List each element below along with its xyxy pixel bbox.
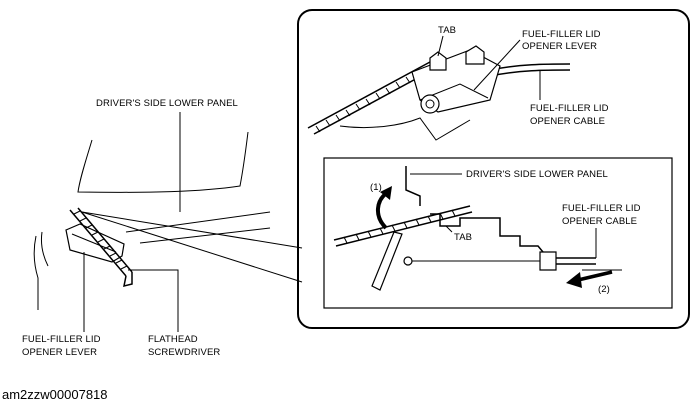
- panel-inset-shape: [405, 166, 421, 206]
- label-opener-lever-top-1: FUEL-FILLER LID: [522, 29, 601, 40]
- body-outline-2: [41, 231, 49, 267]
- bracket-top: [339, 117, 471, 141]
- leader-tab-top: [437, 35, 444, 57]
- leader-tab-inset: [445, 225, 453, 233]
- inset-frame: [297, 9, 690, 329]
- leader-lever-top: [473, 39, 521, 91]
- main-view: [33, 112, 303, 332]
- label-step-1: (1): [370, 182, 382, 193]
- label-drivers-side-lower-panel-inset: DRIVER'S SIDE LOWER PANEL: [466, 169, 608, 180]
- label-opener-cable-top-1: FUEL-FILLER LID: [530, 103, 609, 114]
- leader-screwdriver: [128, 269, 179, 332]
- lever-pivot: [420, 94, 440, 114]
- lever-handle-inset: [371, 231, 403, 291]
- cable-connector: [539, 251, 557, 271]
- zoom-line-1: [81, 211, 303, 249]
- panel-edge: [125, 211, 271, 233]
- label-tab-top: TAB: [438, 25, 456, 36]
- panel-strip-top: [307, 61, 431, 129]
- inset-detail-frame: [323, 157, 673, 309]
- tab-top-shape: [429, 51, 447, 71]
- top-inset-view: [307, 35, 571, 141]
- lower-panel-outline: [77, 131, 249, 193]
- flathead-screwdriver-shape: [69, 207, 133, 288]
- label-opener-lever-bottom-1: FUEL-FILLER LID: [22, 334, 101, 345]
- label-flathead-screwdriver-1: FLATHEAD: [148, 334, 198, 345]
- panel-edge-2: [139, 227, 271, 244]
- arrow-step-1: [376, 190, 390, 230]
- body-outline: [33, 235, 39, 310]
- label-opener-lever-bottom-2: OPENER LEVER: [22, 347, 97, 358]
- label-flathead-screwdriver-2: SCREWDRIVER: [148, 347, 220, 358]
- opener-cable-top: [489, 63, 571, 71]
- lever-detail: [71, 233, 117, 253]
- arrow-step-2: [577, 270, 613, 282]
- label-drivers-side-lower-panel: DRIVER'S SIDE LOWER PANEL: [96, 98, 238, 109]
- label-opener-cable-inset-2: OPENER CABLE: [562, 216, 637, 227]
- label-opener-lever-top-2: OPENER LEVER: [522, 41, 597, 52]
- figure-caption: am2zzw00007818: [2, 387, 108, 402]
- zoom-line-2: [81, 211, 303, 283]
- cable-end-ball: [403, 256, 413, 266]
- label-tab-inset: TAB: [454, 232, 472, 243]
- tab-inset-shape: [430, 213, 549, 259]
- label-step-2: (2): [598, 284, 610, 295]
- detail-inset-view: [333, 166, 622, 291]
- label-opener-cable-inset-1: FUEL-FILLER LID: [562, 203, 641, 214]
- label-opener-cable-top-2: OPENER CABLE: [530, 116, 605, 127]
